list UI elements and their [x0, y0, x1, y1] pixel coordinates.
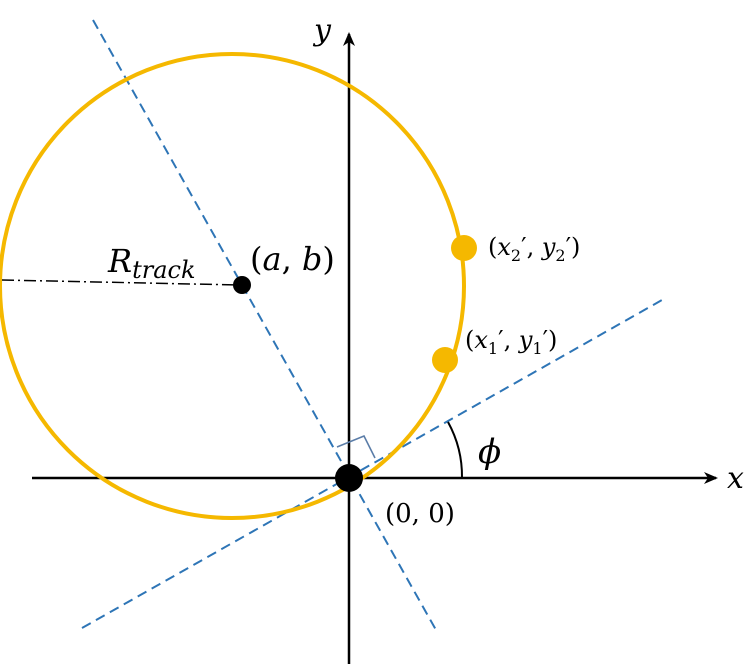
x-axis-label: x [727, 461, 744, 496]
point2-xprime: ′ [521, 233, 526, 261]
angle-label: ϕ [478, 432, 501, 472]
center-b: b [302, 240, 322, 278]
origin-point [335, 464, 363, 492]
origin-label: (0, 0) [385, 499, 455, 529]
center-point [233, 276, 251, 294]
radius-label: Rtrack [107, 242, 196, 284]
radius-subscript: track [132, 256, 195, 284]
hit-point-2 [451, 235, 477, 261]
radius-line [1, 279, 241, 286]
point1-y: y [518, 326, 533, 354]
tangent-dashed-line [81, 299, 663, 629]
right-angle-marker [336, 434, 376, 459]
point1-ysub: 1 [532, 339, 542, 358]
point2-ysub: 2 [555, 246, 565, 265]
point1-yprime: ′ [543, 326, 548, 354]
point2-label: (x2′, y2′) [488, 233, 580, 265]
radial-dashed-line [92, 19, 437, 631]
point2-yprime: ′ [566, 233, 571, 261]
hit-point-1 [432, 347, 458, 373]
y-axis-label: y [312, 13, 332, 48]
point1-label: (x1′, y1′) [465, 326, 557, 358]
point1-xprime: ′ [498, 326, 503, 354]
radius-symbol: R [107, 242, 132, 280]
point2-x: x [497, 233, 511, 261]
center-label: (a, b) [250, 240, 335, 278]
angle-arc [447, 421, 464, 479]
track-circle [0, 52, 466, 520]
point1-x: x [474, 326, 488, 354]
point2-xsub: 2 [511, 246, 521, 265]
point1-xsub: 1 [488, 339, 498, 358]
center-a: a [262, 240, 281, 278]
point2-y: y [541, 233, 556, 261]
